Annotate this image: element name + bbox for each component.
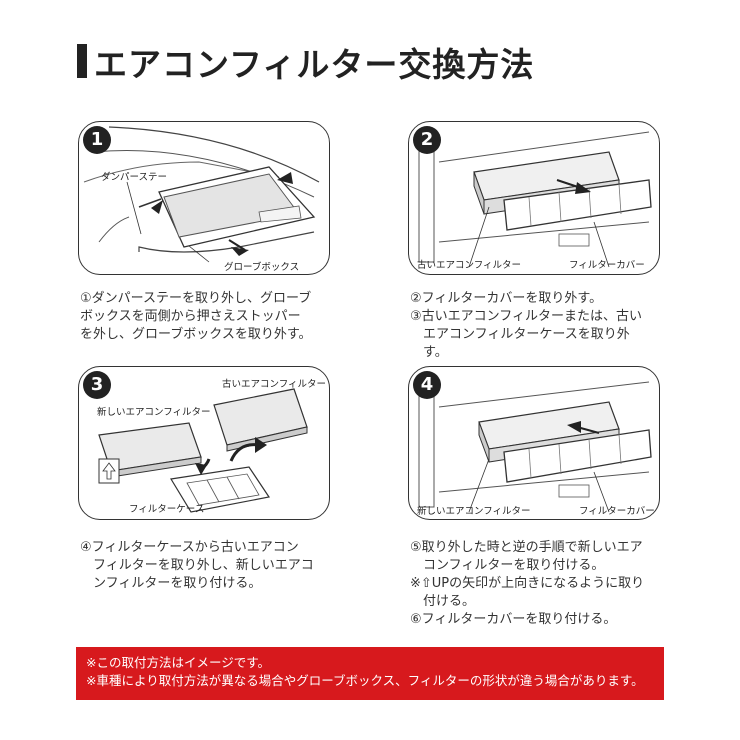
step-1-description: ①ダンパーステーを取り外し、グローブ ボックスを両側から押さえストッパー を外し… — [80, 290, 312, 344]
filter-cover-label: フィルターカバー — [569, 260, 645, 271]
step-3-line: フィルターを取り外し、新しいエアコ — [80, 558, 314, 573]
step-3-line: ンフィルターを取り付ける。 — [80, 576, 262, 591]
step-2-illustration: 2 古いエアコンフィルター フィルターカバー — [408, 121, 660, 275]
page-title: エアコンフィルター交換方法 — [94, 45, 535, 84]
step-4-illustration: 4 新しいエアコンフィルター フィルターカバー — [408, 366, 660, 520]
step-1-line: ボックスを両側から押さえストッパー — [80, 309, 301, 324]
step-2-line: エアコンフィルターケースを取り外 — [410, 327, 630, 342]
step-3-illustration: 3 古いエアコンフィルター 新しいエアコンフィルター フィルターケース — [78, 366, 330, 520]
step-1-line: ①ダンパーステーを取り外し、グローブ — [80, 291, 312, 306]
step-3-line: ④フィルターケースから古いエアコン — [80, 540, 299, 555]
old-filter-label: 古いエアコンフィルター — [417, 260, 522, 271]
step-4-badge: 4 — [413, 371, 441, 399]
step-2-line: す。 — [410, 345, 448, 360]
step-1-badge: 1 — [83, 126, 111, 154]
step-2-3-description: ②フィルターカバーを取り外す。 ③古いエアコンフィルターまたは、古い エアコンフ… — [410, 290, 642, 362]
old-filter-label: 古いエアコンフィルター — [222, 379, 327, 390]
step-5-6-description: ⑤取り外した時と逆の手順で新しいエア コンフィルターを取り付ける。 ※⇧UPの矢… — [410, 539, 644, 629]
disclaimer-line: ※この取付方法はイメージです。 — [86, 655, 270, 670]
disclaimer-box: ※この取付方法はイメージです。 ※車種により取付方法が異なる場合やグローブボック… — [76, 647, 664, 700]
title-bar-mark — [77, 44, 87, 78]
new-filter-label: 新しいエアコンフィルター — [417, 506, 531, 517]
step-1-illustration: 1 ダンパーステー グローブボックス — [78, 121, 330, 275]
step-3-badge: 3 — [83, 371, 111, 399]
disclaimer-line: ※車種により取付方法が異なる場合やグローブボックス、フィルターの形状が違う場合が… — [86, 673, 644, 688]
filter-cover-label: フィルターカバー — [579, 506, 655, 517]
step-1-line: を外し、グローブボックスを取り外す。 — [80, 327, 312, 342]
glovebox-label: グローブボックス — [224, 262, 300, 273]
step-2-line: ③古いエアコンフィルターまたは、古い — [410, 309, 643, 324]
step-2-line: ②フィルターカバーを取り外す。 — [410, 291, 603, 306]
damper-stay-label: ダンパーステー — [101, 172, 168, 183]
step-4-description: ④フィルターケースから古いエアコン フィルターを取り外し、新しいエアコ ンフィル… — [80, 539, 314, 593]
step-4-line: ※⇧UPの矢印が上向きになるように取り — [410, 576, 645, 591]
step-4-line: ⑤取り外した時と逆の手順で新しいエア — [410, 540, 643, 555]
new-filter-label: 新しいエアコンフィルター — [97, 407, 211, 418]
filter-case-label: フィルターケース — [129, 504, 205, 515]
step-2-badge: 2 — [413, 126, 441, 154]
step-4-line: 付ける。 — [410, 594, 476, 609]
step-4-line: ⑥フィルターカバーを取り付ける。 — [410, 612, 617, 627]
step-4-line: コンフィルターを取り付ける。 — [410, 558, 605, 573]
